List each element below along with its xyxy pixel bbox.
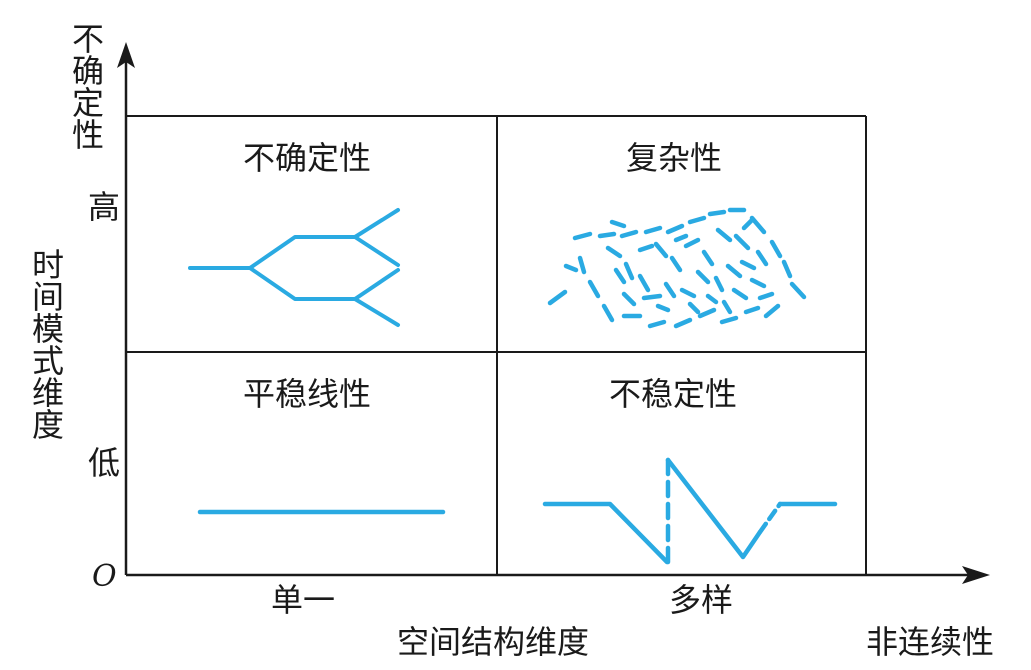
scatter-dash xyxy=(619,229,639,239)
scatter-dash xyxy=(755,249,769,267)
scatter-dash xyxy=(587,279,601,299)
scatter-dash xyxy=(653,241,669,259)
scatter-dash xyxy=(697,307,717,319)
scatter-dash xyxy=(605,245,623,259)
x-axis-arrow-label: 非连续性 xyxy=(866,623,995,661)
scatter-dash xyxy=(673,233,689,243)
scatter-dash xyxy=(665,223,685,235)
scatter-dash xyxy=(637,243,655,253)
scatter-dash xyxy=(643,225,663,235)
y-axis-low-label: 低 xyxy=(83,446,121,478)
scatter-dash xyxy=(621,291,637,307)
scatter-dash xyxy=(683,237,701,249)
scatter-dash xyxy=(647,319,667,329)
scatter-dash xyxy=(789,281,807,300)
scatter-dash xyxy=(743,305,761,315)
scatter-dash xyxy=(733,233,751,251)
quadrant-title-stable-linear: 平稳线性 xyxy=(243,375,372,413)
scatter-dash xyxy=(725,263,743,279)
scatter-dash xyxy=(623,261,635,281)
branching-line-graphic xyxy=(188,208,400,327)
scatter-dash xyxy=(757,291,775,301)
scatter-dash xyxy=(655,303,671,313)
scatter-dash xyxy=(669,255,683,273)
x-axis-arrowhead xyxy=(962,566,990,584)
scatter-dash xyxy=(701,249,715,267)
y-axis-high-label: 高 xyxy=(83,190,121,222)
zigzag-line-graphic xyxy=(542,457,838,565)
y-axis-arrow-label: 不确定性 xyxy=(67,22,105,150)
scatter-dash xyxy=(741,217,755,231)
scatter-dash xyxy=(739,259,757,271)
scatter-dash xyxy=(547,289,568,306)
scatter-dash xyxy=(781,259,793,279)
scatter-dash xyxy=(769,239,783,259)
scatter-dash xyxy=(609,219,627,229)
scatter-dash xyxy=(749,277,767,289)
x-axis-title: 空间结构维度 xyxy=(397,623,590,661)
scatter-dash xyxy=(687,215,707,225)
x-axis-right-label: 多样 xyxy=(669,581,734,619)
scatter-dash xyxy=(563,263,579,273)
scatter-dash xyxy=(637,273,651,293)
scatter-dash xyxy=(763,303,781,319)
scatter-dash xyxy=(705,293,719,305)
quadrant-title-instability: 不稳定性 xyxy=(609,375,738,413)
scatter-dash xyxy=(673,317,693,329)
scatter-dash xyxy=(613,267,627,285)
x-axis-left-label: 单一 xyxy=(271,581,336,619)
scatter-dash xyxy=(641,293,663,301)
scatter-dash xyxy=(687,301,701,315)
y-axis-title: 时间模式维度 xyxy=(27,248,65,440)
scatter-dash xyxy=(707,209,727,217)
scatter-dash xyxy=(572,231,593,241)
y-axis-arrowhead xyxy=(117,42,135,68)
scatter-dash xyxy=(721,299,733,315)
scatter-dash xyxy=(713,275,725,293)
scatter-dash xyxy=(601,303,615,323)
scatter-dash xyxy=(577,255,587,275)
quadrant-title-uncertainty: 不确定性 xyxy=(243,139,372,177)
quadrant-title-complexity: 复杂性 xyxy=(626,139,723,177)
scatter-dash xyxy=(719,315,739,325)
scatter-dash xyxy=(731,287,749,301)
scattered-dashes-graphic xyxy=(547,207,807,329)
scatter-dash xyxy=(715,227,733,243)
origin-label: O xyxy=(92,559,117,594)
scatter-dash xyxy=(679,287,697,299)
scatter-dash xyxy=(695,269,711,285)
scatter-dash xyxy=(663,281,677,299)
scatter-dash xyxy=(597,231,617,239)
